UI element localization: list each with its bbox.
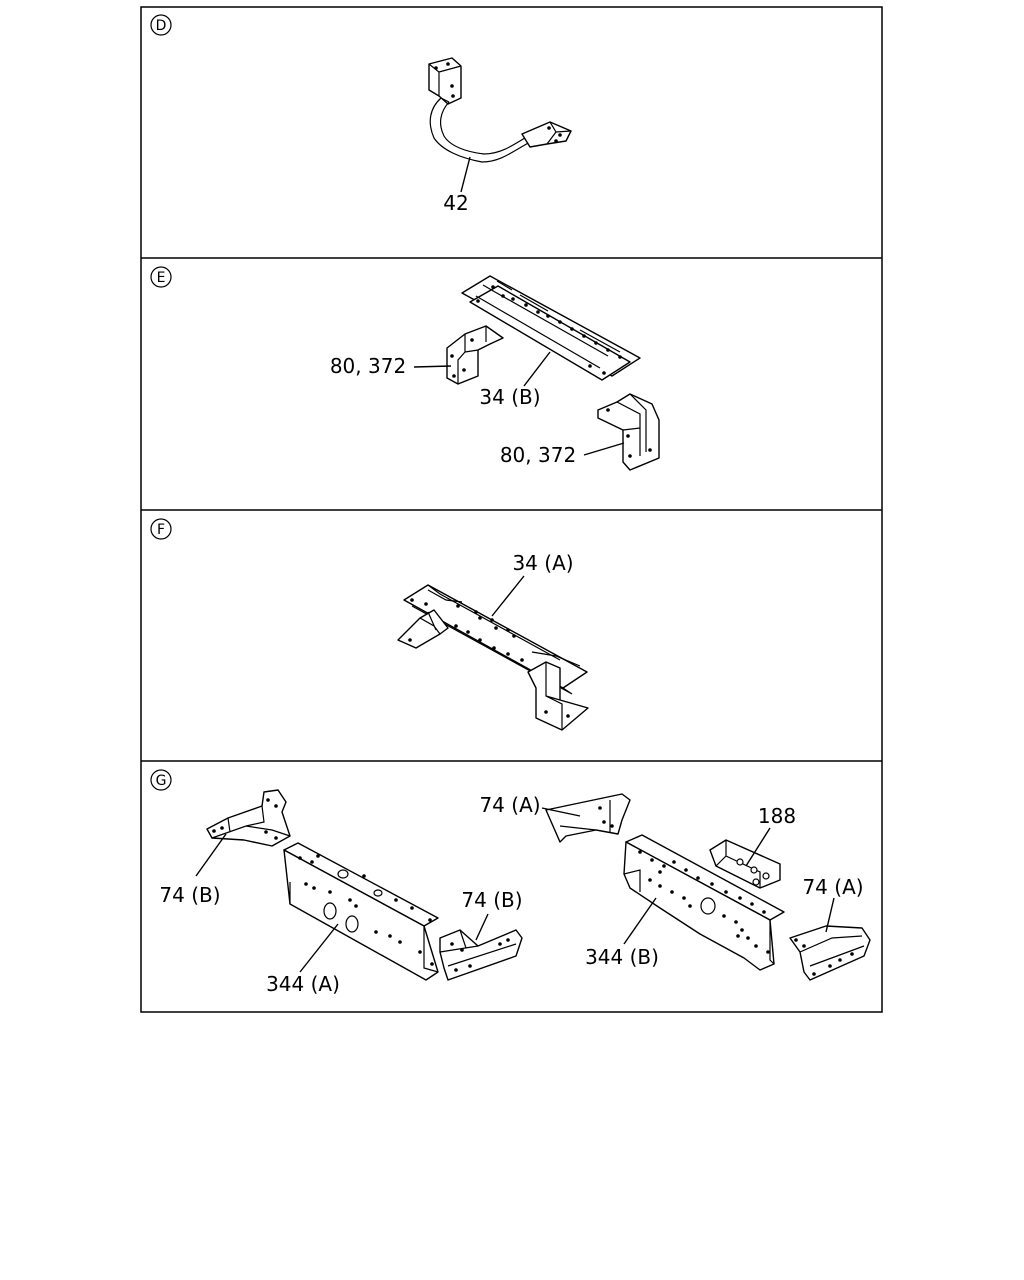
callout-344b: 344 (B) <box>585 945 659 969</box>
leader-74b-left <box>195 833 227 877</box>
callout-34b: 34 (B) <box>479 385 540 409</box>
part-74a-bracket-upper <box>545 793 631 843</box>
section-f: F 34 (A) <box>150 518 589 731</box>
part-74a-bracket-lower <box>789 925 871 981</box>
section-g: G <box>150 769 871 996</box>
section-d: D 42 <box>150 14 572 215</box>
part-80-372-bracket-right <box>597 393 660 471</box>
callout-80-372-left: 80, 372 <box>330 354 406 378</box>
callout-74a-upper: 74 (A) <box>479 793 540 817</box>
part-188-bracket <box>709 839 781 889</box>
part-74b-bracket-mid <box>439 929 523 981</box>
leader-34b <box>523 351 551 387</box>
leader-74a-upper <box>541 807 581 817</box>
leader-188 <box>745 827 771 867</box>
section-badge-d <box>150 14 172 36</box>
leader-74b-mid <box>475 913 489 941</box>
leader-344a <box>299 923 339 973</box>
leader-42 <box>460 156 471 193</box>
section-badge-g-letter: G <box>156 773 167 789</box>
part-80-372-bracket-left <box>446 325 504 385</box>
section-badge-e <box>150 266 172 288</box>
leader-80-372-right <box>583 442 625 456</box>
section-badge-d-letter: D <box>156 18 167 34</box>
callout-188: 188 <box>758 804 796 828</box>
section-badge-e-letter: E <box>157 270 166 286</box>
leader-344b <box>623 897 657 945</box>
part-344b-crossmember <box>623 834 785 971</box>
part-34b-crossmember <box>461 275 641 381</box>
part-34a-crossmember <box>397 584 589 731</box>
section-badge-f-letter: F <box>157 522 165 538</box>
section-badge-g <box>150 769 172 791</box>
callout-74b-mid: 74 (B) <box>461 888 522 912</box>
callout-344a: 344 (A) <box>266 972 340 996</box>
callout-42: 42 <box>443 191 468 215</box>
leader-80-372-left <box>413 365 452 368</box>
leader-34a <box>491 575 525 617</box>
part-42-rail <box>428 57 572 163</box>
callout-80-372-right: 80, 372 <box>500 443 576 467</box>
section-e: E <box>150 266 660 471</box>
leader-74a-lower <box>825 897 835 933</box>
part-74b-bracket-left <box>206 789 291 847</box>
callout-74a-lower: 74 (A) <box>802 875 863 899</box>
callout-34a: 34 (A) <box>512 551 573 575</box>
part-344a-crossmember <box>283 842 439 981</box>
section-badge-f <box>150 518 172 540</box>
callout-74b-left: 74 (B) <box>159 883 220 907</box>
